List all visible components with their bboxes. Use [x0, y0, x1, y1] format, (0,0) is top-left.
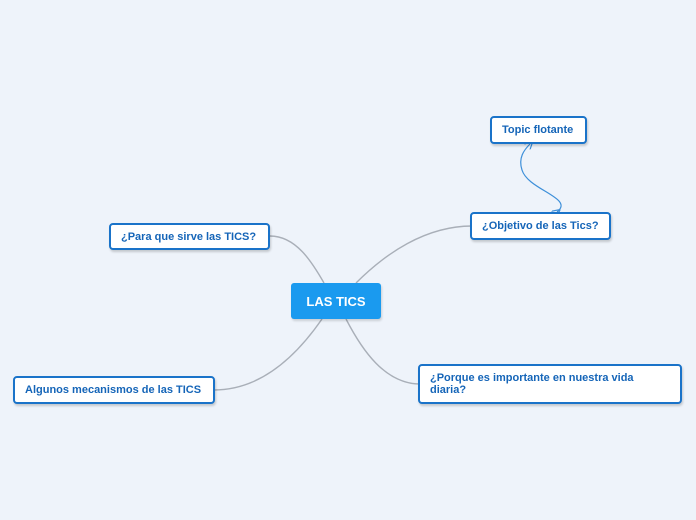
relationship-arrow[interactable]: [520, 144, 562, 212]
central-topic[interactable]: LAS TICS: [291, 283, 381, 319]
floating-topic[interactable]: Topic flotante: [490, 116, 587, 144]
topic-para-que-sirve-label: ¿Para que sirve las TICS?: [121, 230, 257, 243]
connector-objetivo: [355, 225, 473, 284]
connector-para-que: [269, 235, 325, 284]
topic-mecanismos-label: Algunos mecanismos de las TICS: [25, 384, 202, 396]
topic-porque-importante[interactable]: ¿Porque es importante en nuestra vida di…: [418, 364, 682, 404]
topic-objetivo-label: ¿Objetivo de las Tics?: [482, 220, 599, 232]
connector-porque: [345, 318, 421, 385]
connector-mecanismos: [213, 318, 323, 391]
topic-porque-importante-label: ¿Porque es importante en nuestra vida di…: [430, 372, 634, 396]
topic-mecanismos[interactable]: Algunos mecanismos de las TICS: [13, 376, 215, 404]
topic-para-que-sirve[interactable]: ¿Para que sirve las TICS?: [109, 223, 270, 250]
topic-objetivo[interactable]: ¿Objetivo de las Tics?: [470, 212, 611, 240]
central-topic-label: LAS TICS: [306, 293, 366, 309]
floating-topic-label: Topic flotante: [502, 124, 574, 136]
